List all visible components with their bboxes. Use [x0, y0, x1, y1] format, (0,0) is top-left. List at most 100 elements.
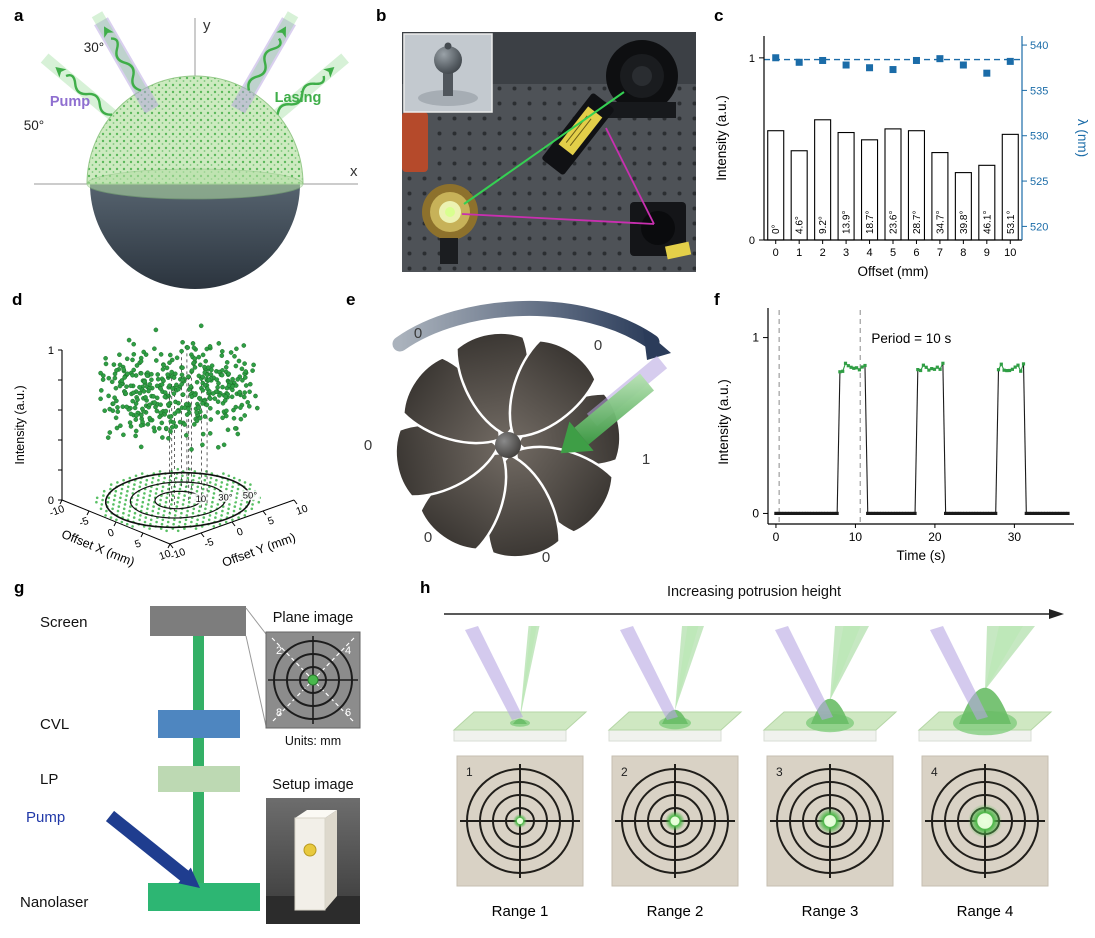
data-point [132, 405, 138, 411]
floor-dot [209, 476, 213, 480]
tick [167, 543, 171, 549]
lasing-cone [675, 626, 704, 710]
data-point [253, 393, 258, 399]
waveform-marker [891, 511, 895, 515]
floor-dot [149, 518, 153, 522]
floor-dot [167, 483, 171, 486]
waveform-marker [777, 511, 781, 515]
data-point [153, 358, 159, 363]
floor-dot [170, 470, 173, 473]
floor-dot [243, 514, 247, 517]
ring-label-halo [190, 493, 211, 504]
annotation: Period = 10 s [871, 331, 951, 346]
data-point [242, 375, 248, 380]
data-point [196, 395, 202, 401]
floor-dot [185, 514, 189, 517]
lasing-glow [273, 53, 349, 120]
mirror [641, 211, 675, 245]
right-tick-label: 540 [1030, 40, 1048, 52]
data-point [233, 404, 239, 410]
data-point [220, 384, 225, 390]
floor-dot [188, 496, 192, 500]
data-point [107, 406, 112, 412]
units-caption: Units: mm [285, 734, 341, 748]
printed-holder-top [295, 810, 337, 818]
floor-dot [191, 478, 195, 482]
data-point [128, 383, 134, 389]
callout-line [245, 607, 267, 635]
data-point [152, 400, 157, 405]
lasing-right-30 [243, 11, 299, 95]
orange-component [402, 112, 428, 172]
waveform-marker [946, 511, 950, 515]
data-point [102, 408, 107, 413]
data-point [115, 409, 121, 414]
data-point [217, 393, 222, 398]
data-point [145, 421, 151, 427]
floor-dot [145, 478, 149, 482]
laser-spot-core [977, 813, 993, 829]
waveform-segment [914, 369, 919, 514]
floor-dot [148, 494, 152, 497]
setup-image-title: Setup image [272, 777, 353, 793]
waveform-marker [824, 511, 828, 515]
range-caption: Range 4 [957, 903, 1014, 920]
sector-value: 0 [414, 325, 422, 342]
data-point [155, 372, 160, 377]
floor-dot [114, 489, 118, 493]
data-point [167, 360, 172, 365]
floor-dot [244, 509, 247, 513]
data-point [157, 414, 162, 420]
floor-dot [191, 511, 195, 515]
dome-equator [86, 168, 304, 200]
waveform-marker [1005, 369, 1009, 373]
floor-dot [219, 485, 223, 489]
floor-dot [194, 527, 198, 530]
floor-dot [204, 503, 208, 506]
pump-label: Pump [50, 94, 90, 110]
data-point [215, 385, 220, 390]
waveform-marker [1044, 511, 1048, 515]
data-point [112, 395, 117, 400]
waveform-marker [1016, 363, 1020, 367]
data-point [117, 383, 123, 389]
floor-dot [204, 474, 207, 478]
waveform-marker [971, 511, 976, 515]
data-point [99, 388, 104, 393]
axis-y-label: y [203, 17, 211, 34]
data-point [185, 345, 190, 350]
laser-beam [193, 633, 204, 897]
data-point [171, 375, 177, 380]
floor-dot [192, 507, 196, 511]
platform-front [453, 729, 567, 742]
data-point [231, 407, 236, 413]
floor-dot [143, 520, 147, 524]
protrusion-mound [513, 718, 527, 724]
floor-dot [157, 507, 161, 511]
floor-dot [164, 500, 168, 504]
floor-dot [122, 511, 125, 515]
waveform-marker [907, 511, 912, 515]
floor-dot [163, 509, 166, 513]
left-tick-label: 0 [749, 235, 755, 247]
data-point [196, 354, 202, 360]
floor-dot [100, 503, 104, 506]
floor-dot [257, 500, 261, 504]
waveform-marker [807, 511, 811, 515]
floor-dot [192, 474, 196, 478]
x-axis-title: Offset (mm) [857, 264, 928, 279]
floor-dot [109, 516, 113, 519]
floor-dot [104, 514, 107, 517]
waveform-marker [818, 511, 823, 515]
data-point [179, 381, 184, 387]
data-point [134, 413, 139, 418]
waveform-marker [885, 511, 889, 515]
floor-dot [201, 487, 205, 491]
y-axis-title: Intensity (a.u.) [716, 379, 731, 465]
data-point [114, 425, 120, 431]
floor-dot [116, 481, 119, 484]
lasing-arrow-body [574, 373, 654, 445]
waveform-marker [882, 511, 886, 515]
